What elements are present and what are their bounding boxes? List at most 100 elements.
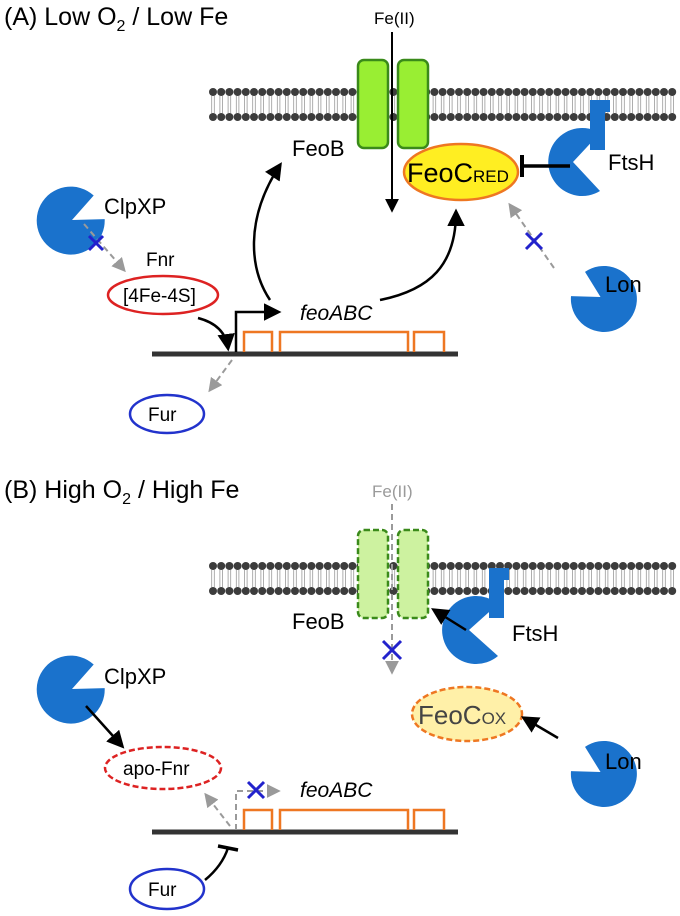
lon-pacman-b [570, 740, 637, 807]
lipid-head [250, 562, 258, 570]
lipid-head [643, 113, 652, 121]
lipid-head [258, 587, 267, 595]
lipid-head [430, 88, 439, 96]
lipid-head [537, 562, 545, 570]
apofnr-label: apo-Fnr [123, 759, 190, 780]
lipid-head [217, 587, 226, 595]
lipid-head [315, 113, 324, 121]
lipid-head [512, 562, 521, 570]
lipid-head [241, 562, 250, 570]
lipid-head [602, 587, 611, 595]
lipid-head [332, 587, 340, 595]
lipid-head [291, 113, 299, 121]
lipid-head [578, 562, 586, 570]
membrane-b [209, 562, 677, 595]
lipid-head [463, 113, 472, 121]
lipid-head [610, 562, 619, 570]
fnr-label: Fnr [146, 250, 175, 271]
lipid-head [274, 587, 283, 595]
lipid-head [389, 587, 398, 595]
block-cross-icon [246, 780, 266, 800]
lipid-head [217, 113, 226, 121]
lipid-head [537, 88, 545, 96]
lipid-head [389, 562, 398, 570]
gene-box-feoc-a [412, 330, 446, 352]
lon-degrades-feoc-arrow [520, 716, 559, 740]
feob-subunit-left [356, 58, 390, 150]
lipid-head [389, 113, 398, 121]
lipid-head [274, 562, 283, 570]
lipid-head [668, 562, 677, 570]
lipid-head [258, 113, 267, 121]
lipid-head [258, 88, 267, 96]
block-cross-icon [524, 231, 544, 251]
lipid-head [512, 113, 521, 121]
gene-box-feob-a [278, 330, 410, 352]
lipid-head [291, 562, 299, 570]
lipid-head [619, 88, 627, 96]
lipid-head [323, 88, 332, 96]
lipid-head [340, 562, 349, 570]
ftsh-stalk-cap-a [590, 100, 610, 112]
lipid-head [233, 587, 242, 595]
lipid-head [668, 88, 677, 96]
lipid-head [463, 88, 472, 96]
apofnr-ellipse [103, 745, 223, 791]
promoter-arrow-b [235, 784, 281, 830]
lipid-head [496, 88, 504, 96]
feob-subunit-left-inactive [356, 528, 390, 620]
lipid-head [299, 562, 308, 570]
lipid-head [282, 88, 291, 96]
lipid-head [651, 587, 660, 595]
repression-bar-b [217, 844, 239, 852]
lipid-head [340, 587, 349, 595]
fe-label-b: Fe(II) [372, 482, 413, 501]
lipid-head [233, 562, 242, 570]
fnr-cluster-label: [4Fe-4S] [123, 286, 196, 307]
membrane-b-heads [209, 562, 677, 570]
lipid-head [471, 113, 480, 121]
lipid-head [643, 587, 652, 595]
lipid-head [274, 88, 283, 96]
lipid-head [250, 587, 258, 595]
lipid-head [323, 587, 332, 595]
lipid-head [553, 113, 562, 121]
lipid-head [266, 587, 275, 595]
lipid-head [430, 562, 439, 570]
fur-ellipse-b [128, 867, 206, 911]
lipid-head [504, 587, 513, 595]
lipid-head [520, 88, 529, 96]
lipid-head [446, 587, 455, 595]
lipid-head [619, 113, 627, 121]
lipid-head [241, 88, 250, 96]
feob-subunit-right-inactive [396, 528, 430, 620]
clpxp-pacman-a [36, 186, 105, 255]
lipid-head [578, 88, 586, 96]
lon-to-feoc-arrow-a [508, 202, 555, 269]
lipid-head [438, 113, 447, 121]
feoc-ox-label: FeoCOX [418, 700, 506, 730]
lipid-head [643, 562, 652, 570]
lipid-head [553, 587, 562, 595]
gene-box-feoa-a [242, 330, 274, 352]
lipid-head [561, 562, 570, 570]
lipid-head [512, 587, 521, 595]
membrane-a-heads [209, 88, 677, 96]
lipid-head [315, 88, 324, 96]
fnr-ellipse [106, 274, 220, 316]
lipid-head [651, 113, 660, 121]
lipid-head [307, 113, 316, 121]
lipid-head [479, 587, 488, 595]
lipid-head [594, 88, 603, 96]
lipid-head [299, 88, 308, 96]
lipid-head [282, 113, 291, 121]
lipid-head [668, 113, 677, 121]
fur-release-arrow [208, 359, 233, 393]
lipid-head [225, 587, 234, 595]
lipid-head [610, 587, 619, 595]
lipid-head [520, 562, 529, 570]
lipid-head [586, 587, 595, 595]
lipid-head [266, 88, 275, 96]
lipid-head [299, 587, 308, 595]
lipid-head [241, 587, 250, 595]
